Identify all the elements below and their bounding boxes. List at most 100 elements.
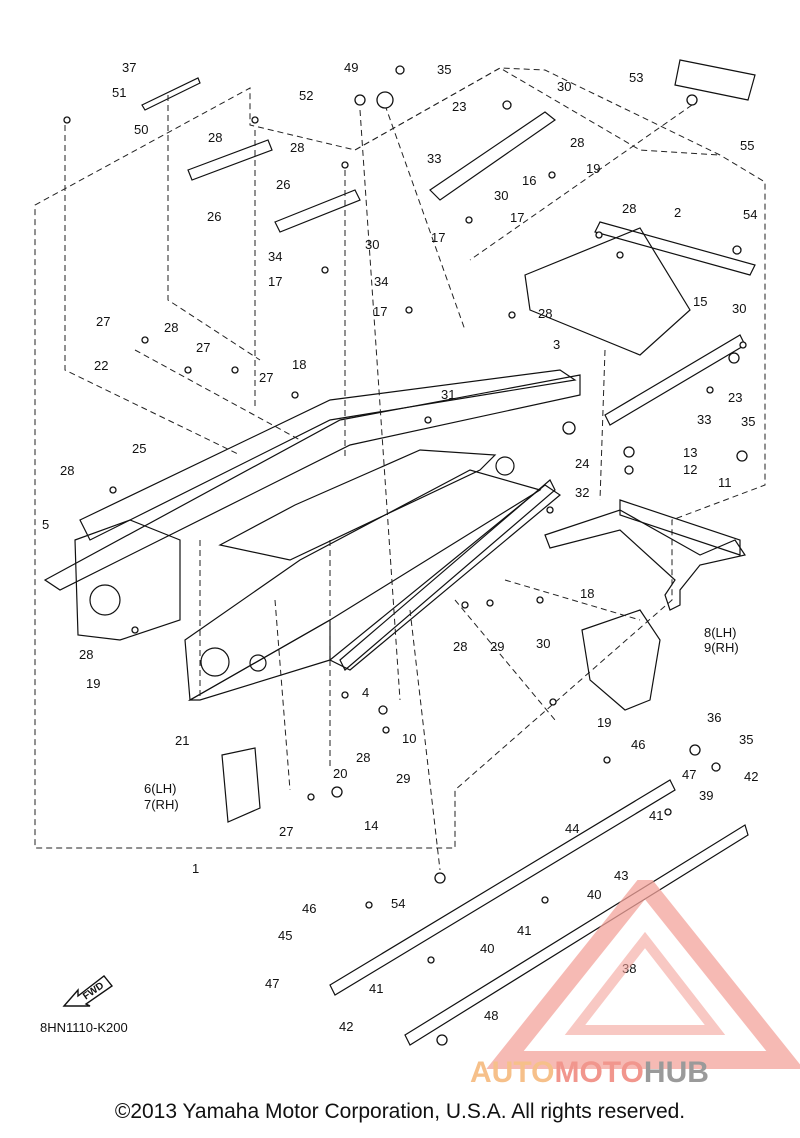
callout: 32 — [575, 485, 589, 500]
callout: 30 — [494, 188, 508, 203]
callout: 3 — [553, 337, 560, 352]
callout: 19 — [86, 676, 100, 691]
callout: 51 — [112, 85, 126, 100]
callout: 34 — [374, 274, 388, 289]
callout: 28 — [290, 140, 304, 155]
callout: 19 — [586, 161, 600, 176]
callout: 29 — [490, 639, 504, 654]
fasteners — [63, 65, 748, 1046]
callout: 15 — [693, 294, 707, 309]
callout: 6(LH) — [144, 781, 177, 796]
callout: 55 — [740, 138, 754, 153]
callout: 9(RH) — [704, 640, 739, 655]
callout: 42 — [744, 769, 758, 784]
callout: 30 — [557, 79, 571, 94]
copyright-notice: ©2013 Yamaha Motor Corporation, U.S.A. A… — [114, 1100, 686, 1123]
callout: 28 — [538, 306, 552, 321]
callout: 53 — [629, 70, 643, 85]
callout: 30 — [536, 636, 550, 651]
callout: 12 — [683, 462, 697, 477]
callout: 17 — [373, 304, 387, 319]
brand-part-moto: MOTO — [554, 1056, 644, 1089]
callout: 28 — [453, 639, 467, 654]
callout: 54 — [391, 896, 405, 911]
brand-part-hub: HUB — [643, 1056, 709, 1089]
callout: 44 — [565, 821, 579, 836]
callout: 30 — [365, 237, 379, 252]
callout: 48 — [484, 1008, 498, 1023]
callout: 11 — [718, 475, 732, 490]
callout: 28 — [356, 750, 370, 765]
callout: 45 — [278, 928, 292, 943]
callout-labels: 37 51 50 28 26 28 26 49 35 52 30 23 33 1… — [42, 60, 758, 1034]
brand-watermark: AUTOMOTOHUB — [470, 1056, 800, 1096]
callout: 43 — [614, 868, 628, 883]
callout: 54 — [743, 207, 757, 222]
callout: 46 — [302, 901, 316, 916]
callout: 34 — [268, 249, 282, 264]
callout: 28 — [570, 135, 584, 150]
callout: 18 — [292, 357, 306, 372]
callout: 23 — [728, 390, 742, 405]
callout: 28 — [208, 130, 222, 145]
callout: 19 — [597, 715, 611, 730]
callout: 27 — [279, 824, 293, 839]
callout: 24 — [575, 456, 589, 471]
callout: 17 — [431, 230, 445, 245]
brand-part-auto: AUTO — [470, 1056, 555, 1089]
callout: 33 — [697, 412, 711, 427]
callout: 42 — [339, 1019, 353, 1034]
callout: 22 — [94, 358, 108, 373]
callout: 35 — [741, 414, 755, 429]
callout: 10 — [402, 731, 416, 746]
callout: 52 — [299, 88, 313, 103]
callout: 39 — [699, 788, 713, 803]
upper-group-boundary — [354, 67, 721, 156]
fwd-arrow-icon: FWD — [62, 975, 114, 1007]
callout: 27 — [259, 370, 273, 385]
callout: 18 — [580, 586, 594, 601]
callout: 30 — [732, 301, 746, 316]
callout: 28 — [622, 201, 636, 216]
callout: 27 — [196, 340, 210, 355]
callout: 28 — [79, 647, 93, 662]
callout: 49 — [344, 60, 358, 75]
callout: 36 — [707, 710, 721, 725]
callout: 47 — [682, 767, 696, 782]
callout: 4 — [362, 685, 369, 700]
callout: 23 — [452, 99, 466, 114]
callout: 46 — [631, 737, 645, 752]
chassis-frame — [43, 369, 581, 701]
callout: 8(LH) — [704, 625, 737, 640]
callout: 13 — [683, 445, 697, 460]
callout: 41 — [649, 808, 663, 823]
callout: 26 — [207, 209, 221, 224]
callout: 37 — [122, 60, 136, 75]
callout: 28 — [60, 463, 74, 478]
callout: 7(RH) — [144, 797, 179, 812]
automotohub-logo — [486, 880, 800, 1069]
callout: 35 — [739, 732, 753, 747]
callout: 33 — [427, 151, 441, 166]
diagram-code: 8HN1110-K200 — [40, 1020, 128, 1035]
callout: 26 — [276, 177, 290, 192]
exhaust-and-crossmember — [339, 479, 746, 671]
callout: 17 — [510, 210, 524, 225]
callout: 40 — [480, 941, 494, 956]
callout: 1 — [192, 861, 199, 876]
callout: 50 — [134, 122, 148, 137]
callout: 16 — [522, 173, 536, 188]
callout: 21 — [175, 733, 189, 748]
callout: 14 — [364, 818, 378, 833]
callout: 29 — [396, 771, 410, 786]
callout: 2 — [674, 205, 681, 220]
leader-lines — [64, 95, 693, 871]
callout: 27 — [96, 314, 110, 329]
callout: 20 — [333, 766, 347, 781]
callout: 25 — [132, 441, 146, 456]
callout: 40 — [587, 887, 601, 902]
callout: 5 — [42, 517, 49, 532]
callout: 28 — [164, 320, 178, 335]
callout: 17 — [268, 274, 282, 289]
